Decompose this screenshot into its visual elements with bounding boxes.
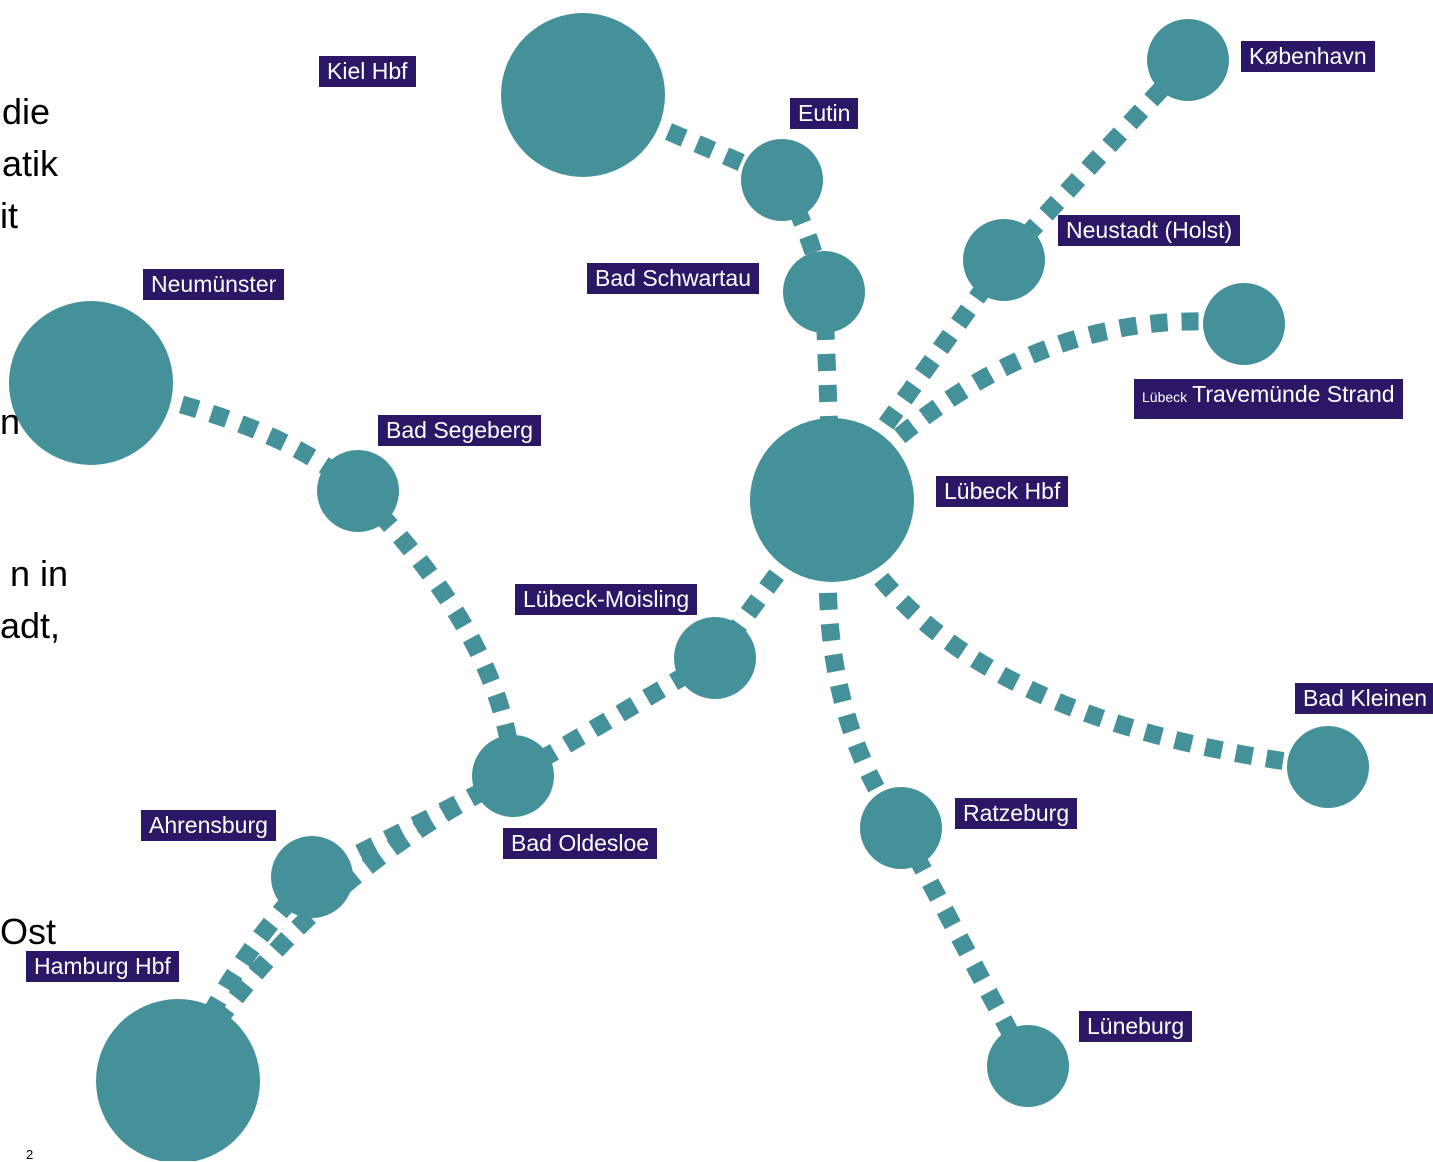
station-node-oldesloe	[472, 735, 554, 817]
station-label-luneburg: Lüneburg	[1079, 1011, 1193, 1042]
station-label-lubeck: Lübeck Hbf	[936, 476, 1069, 507]
text-fragment: n in	[10, 553, 69, 594]
text-fragment: n	[0, 401, 21, 442]
station-label-neustadt: Neustadt (Holst)	[1058, 215, 1241, 246]
station-node-kiel	[501, 13, 665, 177]
text-fragment: Ost	[0, 911, 57, 952]
station-node-moisling	[674, 617, 756, 699]
station-node-neumunster	[9, 301, 173, 465]
page-number: 2	[26, 1147, 34, 1162]
text-fragment: it	[0, 195, 18, 236]
station-label-ahrensburg: Ahrensburg	[141, 810, 276, 841]
station-label-moisling: Lübeck-Moisling	[515, 584, 698, 615]
station-label-kobenhavn: København	[1241, 41, 1375, 72]
station-label-hamburg: Hamburg Hbf	[26, 951, 179, 982]
station-node-luneburg	[987, 1025, 1069, 1107]
station-node-kleinen	[1287, 726, 1369, 808]
connection-segeberg-oldesloe	[351, 484, 522, 777]
text-fragment: adt,	[0, 605, 61, 646]
station-label-prefix: Lübeck	[1142, 389, 1188, 405]
connection-ratzeburg-luneburg	[893, 823, 1036, 1071]
station-label-segeberg: Bad Segeberg	[378, 415, 542, 446]
connection-neustadt-kobenhavn	[997, 53, 1195, 267]
station-node-schwartau	[783, 251, 865, 333]
station-label-schwartau: Bad Schwartau	[587, 263, 759, 294]
station-node-segeberg	[317, 450, 399, 532]
rail-stations	[9, 13, 1369, 1161]
connection-lubeck-kleinen	[823, 496, 1330, 776]
station-node-hamburg	[96, 999, 260, 1161]
text-fragment: die	[2, 91, 51, 132]
station-node-ratzeburg	[860, 787, 942, 869]
station-node-kobenhavn	[1147, 19, 1229, 101]
station-label-eutin: Eutin	[790, 98, 859, 129]
rail-connections	[89, 53, 1330, 1086]
station-node-lubeck	[750, 418, 914, 582]
station-label-neumunster: Neumünster	[143, 269, 285, 300]
station-label-ratzeburg: Ratzeburg	[955, 798, 1078, 829]
text-fragment: atik	[2, 143, 59, 184]
station-node-neustadt	[963, 219, 1045, 301]
station-label-kiel: Kiel Hbf	[319, 56, 416, 87]
station-label-kleinen: Bad Kleinen	[1295, 683, 1433, 714]
station-node-ahrensburg	[271, 836, 353, 918]
station-label-oldesloe: Bad Oldesloe	[503, 828, 658, 859]
station-node-travemunde	[1203, 283, 1285, 365]
station-node-eutin	[741, 139, 823, 221]
